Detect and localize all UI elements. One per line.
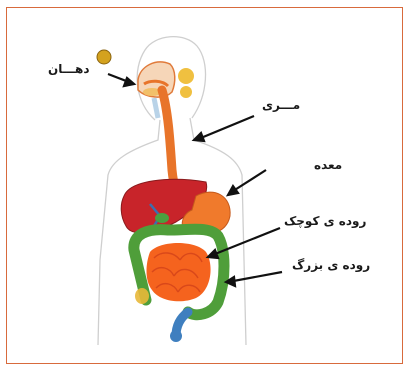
- label-mouth: دهـــان: [48, 62, 90, 76]
- label-stomach: معده: [314, 158, 342, 172]
- gallbladder: [155, 213, 169, 223]
- label-esophagus: مـــری: [262, 98, 300, 112]
- label-large-intestine: روده ی بزرگ: [292, 258, 370, 272]
- mouth-marker-dot: [97, 50, 111, 64]
- arrow-esophagus: [196, 116, 254, 140]
- bladder: [135, 288, 149, 304]
- small-intestine: [147, 243, 211, 301]
- label-small-intestine: روده ی کوچک: [284, 214, 366, 228]
- arrow-large-intestine: [228, 272, 282, 282]
- rectum: [170, 330, 182, 342]
